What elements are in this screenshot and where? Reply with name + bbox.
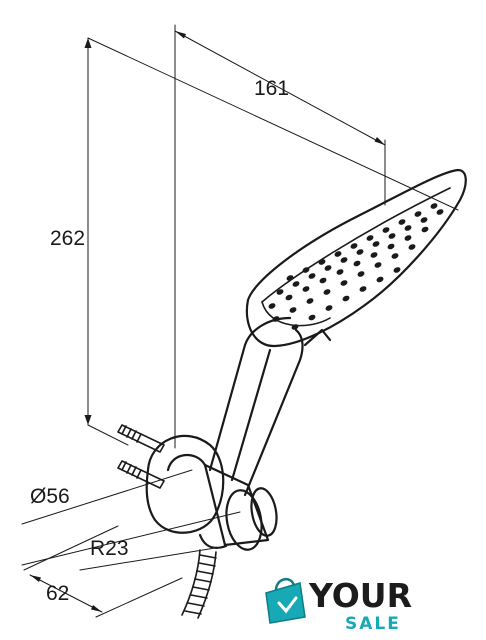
radius-dimension-label: R23 [90,537,129,560]
nozzle [319,277,327,284]
depth-dimension-label: 62 [46,582,69,605]
wall-bracket [145,434,278,551]
nozzle [436,209,444,215]
nozzle [340,257,348,263]
diameter-dimension-label: Ø56 [30,485,70,508]
nozzle [292,281,300,287]
nozzle [414,211,422,217]
nozzle [370,252,378,258]
nozzle [276,289,284,295]
shopping-bag-icon [265,578,306,624]
nozzle [376,276,384,283]
logo-word-your: YOUR [308,576,412,615]
nozzle [404,225,412,231]
nozzle [356,249,364,255]
nozzle [308,314,316,321]
shower-head [245,168,467,348]
nozzle [291,324,299,330]
nozzle [408,244,416,250]
nozzle [272,316,280,322]
nozzle [388,233,396,239]
nozzle [387,243,395,250]
nozzle [334,251,342,257]
nozzle [393,267,401,273]
nozzle [302,286,310,292]
nozzle [382,227,390,233]
nozzle [342,295,350,302]
nozzle [372,241,380,247]
nozzle [398,219,406,225]
nozzle [318,259,326,265]
nozzle [391,253,399,259]
nozzle [285,294,293,301]
nozzle [404,235,412,241]
shower-handle [208,316,304,497]
shower-head-nozzles [268,203,444,330]
nozzle [420,217,428,223]
nozzle [289,307,297,313]
nozzle [325,305,333,311]
nozzle [350,243,358,249]
width-dimension-label: 161 [254,77,289,100]
nozzle [366,235,374,241]
nozzle [357,271,365,277]
wall-screws [117,424,165,489]
nozzle [302,267,310,273]
nozzle [323,289,331,295]
shower-hose [181,549,217,619]
nozzle [268,303,276,309]
nozzle [286,275,294,281]
nozzle [374,262,382,268]
logo-word-sale: SALE [345,614,401,634]
nozzle [430,203,438,209]
yoursale-logo: YOUR SALE [265,576,412,634]
nozzle [308,273,316,279]
dimension-lines [21,24,459,618]
nozzle [324,265,332,271]
nozzle [353,260,361,267]
nozzle [421,226,429,233]
nozzle [340,280,348,286]
nozzle [306,298,314,304]
nozzle [359,286,367,292]
nozzle [336,269,344,275]
height-dimension-label: 262 [50,227,85,250]
